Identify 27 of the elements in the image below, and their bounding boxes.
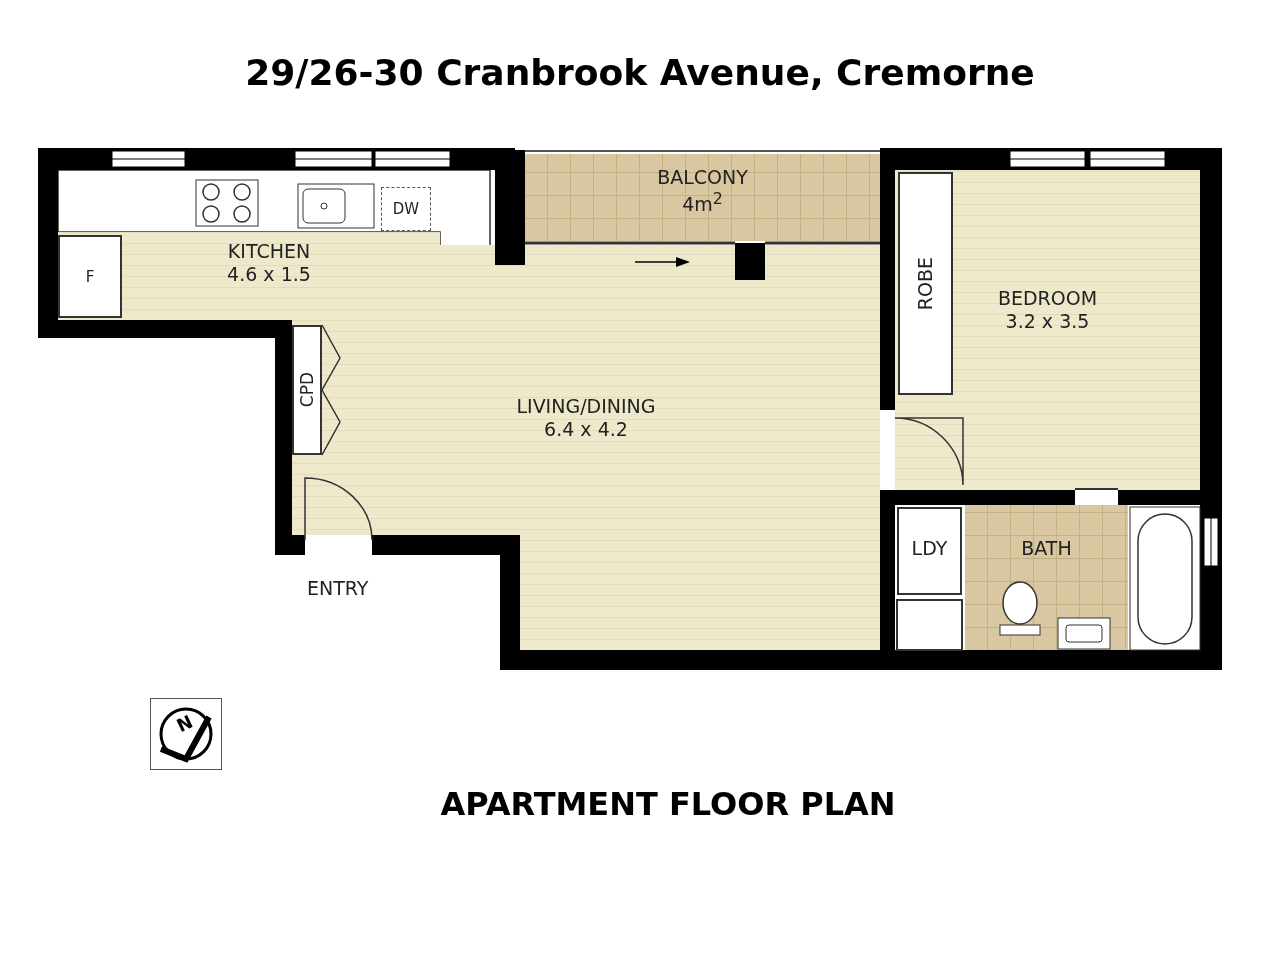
cupboard	[292, 325, 322, 455]
caption: APARTMENT FLOOR PLAN	[439, 785, 897, 823]
room-name: ROBE	[914, 256, 937, 311]
laundry-cupboard	[897, 507, 962, 595]
north-letter: N	[173, 710, 196, 737]
balcony-area	[525, 154, 880, 241]
fridge-space	[58, 235, 122, 318]
room-name: LIVING/DINING	[516, 394, 656, 418]
room-name: BATH	[1021, 537, 1072, 560]
kitchen-area	[58, 232, 440, 320]
room-dimensions: 4m$^{2}$	[682, 188, 723, 216]
bedroom-area	[895, 170, 1200, 490]
room-label: ENTRY	[307, 577, 369, 599]
room-name: KITCHEN	[227, 240, 311, 263]
room-name: BALCONY	[657, 166, 748, 189]
room-dimensions: 3.2 x 3.5	[1005, 310, 1090, 333]
room-name: DW	[392, 200, 420, 218]
bathroom-area	[965, 505, 1128, 650]
room-dimensions: 4.6 x 1.5	[227, 262, 311, 286]
room-name: F	[85, 267, 95, 286]
robe-cupboard	[898, 172, 953, 395]
room-name: CPD	[296, 372, 318, 408]
title: 29/26-30 Cranbrook Avenue, Cremorne	[244, 52, 1036, 93]
dishwasher-space	[381, 187, 431, 231]
room-name: BEDROOM	[997, 287, 1098, 310]
room-name: LDY	[911, 537, 948, 560]
room-dimensions: 6.4 x 4.2	[544, 417, 628, 441]
